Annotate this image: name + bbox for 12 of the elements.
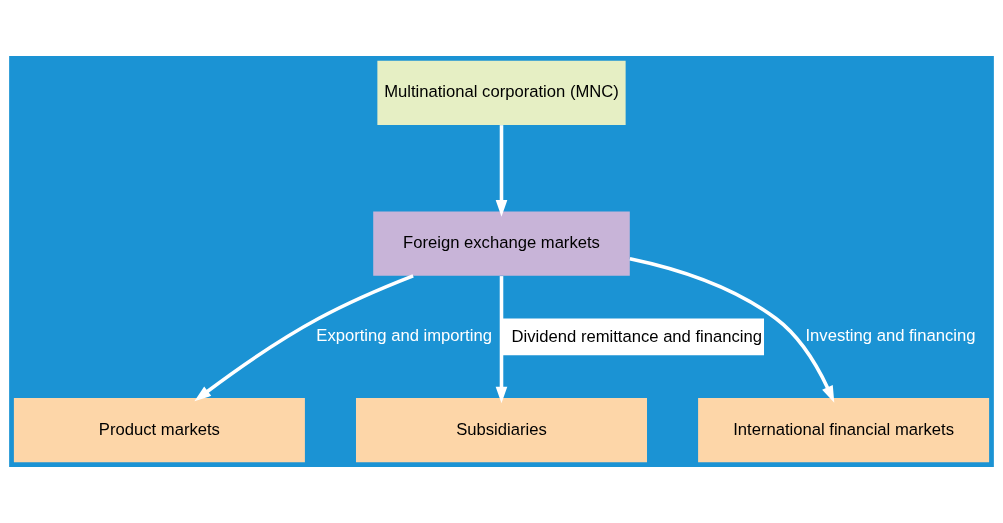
arrow [495, 125, 508, 217]
edge-label: Investing and financing [805, 326, 976, 346]
node-box: Product markets [13, 398, 305, 463]
node-box: Foreign exchange markets [373, 211, 630, 276]
node-box: Subsidiaries [356, 398, 647, 463]
arrow [495, 276, 508, 404]
edge-label: Dividend remittance and financing [511, 326, 763, 346]
node-box: International financial markets [698, 398, 990, 463]
arrow [629, 257, 835, 403]
node-box: Multinational corporation (MNC) [377, 60, 626, 125]
arrow [194, 274, 414, 402]
edge-label: Exporting and importing [316, 326, 492, 346]
